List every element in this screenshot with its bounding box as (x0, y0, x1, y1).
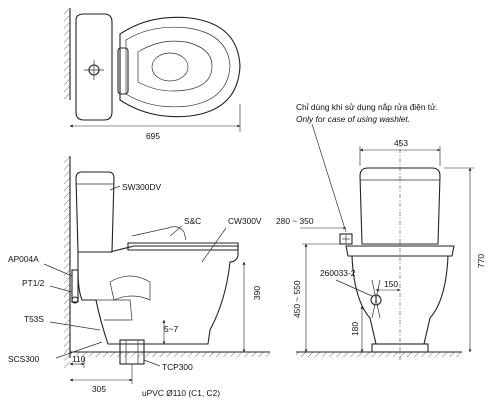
dim-5-7: 5~7 (164, 324, 179, 334)
label-tcp300: TCP300 (162, 362, 193, 372)
label-scs300: SCS300 (8, 354, 40, 364)
label-t53s: T53S (24, 314, 44, 324)
wall-hatch-side (64, 156, 70, 368)
dim-450-550: 450 ~ 550 (292, 280, 302, 318)
bowl-side (77, 245, 239, 345)
wall-hatch-top (64, 8, 70, 100)
tank-top (75, 13, 113, 121)
label-pt12: PT1/2 (22, 278, 45, 288)
supply-valve (370, 294, 382, 306)
label-sc: S&C (184, 216, 201, 226)
floor-hatch-side (70, 352, 270, 357)
side-view (43, 156, 270, 384)
dim-770: 770 (476, 254, 486, 268)
top-view (64, 8, 241, 132)
label-sw300dv: SW300DV (122, 182, 162, 192)
dim-305: 305 (92, 384, 106, 394)
label-cw300v: CW300V (228, 216, 262, 226)
dim-180: 180 (350, 322, 360, 336)
front-view (296, 123, 474, 362)
dim-110: 110 (72, 354, 86, 364)
label-260033-2: 260033-2 (320, 268, 356, 278)
dim-280-350: 280 ~ 350 (276, 216, 314, 226)
dim-453: 453 (394, 138, 408, 148)
note-vietnamese: Chỉ dùng khi sử dụng nắp rửa điện tử. (296, 102, 438, 112)
label-ap004a: AP004A (8, 254, 39, 264)
tank-side (75, 171, 115, 253)
note-english: Only for case of using washlet. (296, 114, 410, 124)
seat-front (345, 245, 455, 257)
dim-695: 695 (146, 131, 160, 141)
floor-hatch-front (296, 352, 462, 357)
seat-side (127, 242, 239, 251)
dim-390: 390 (252, 286, 262, 300)
bowl-top-outer (119, 16, 241, 118)
washlet-outlet (339, 233, 353, 245)
dim-150: 150 (384, 279, 398, 289)
tank-front (359, 167, 441, 245)
label-upvc: uPVC Ø110 (C1, C2) (142, 388, 220, 398)
